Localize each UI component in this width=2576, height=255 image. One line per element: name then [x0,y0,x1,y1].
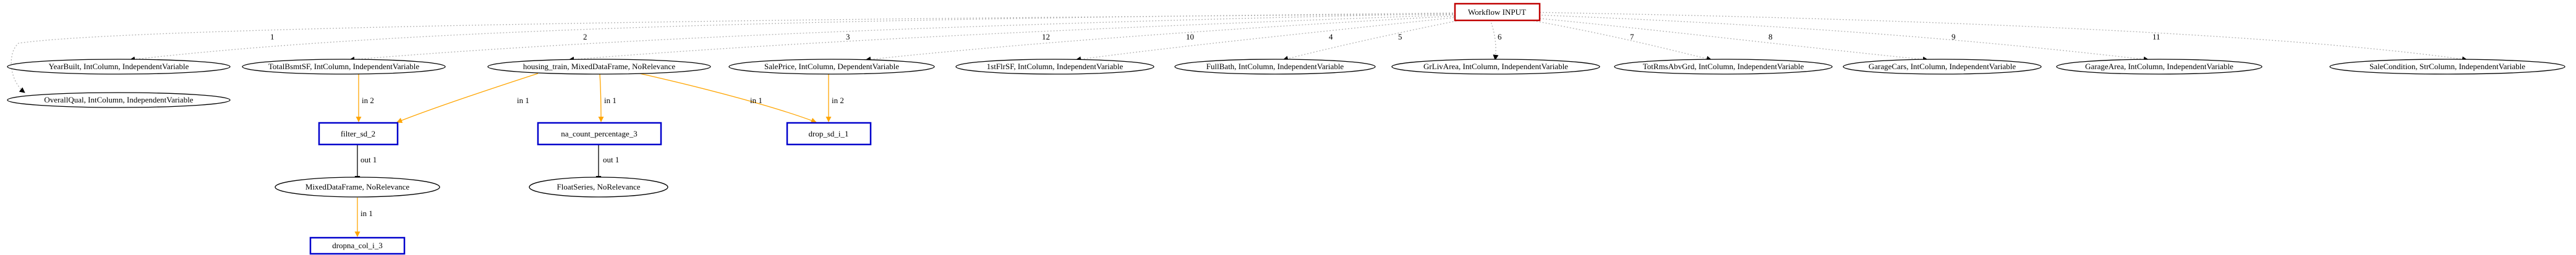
variable-node[interactable]: FullBath, IntColumn, IndependentVariable [1174,59,1376,75]
workflow-input-node[interactable]: Workflow INPUT [1454,2,1541,22]
variable-label: FullBath, IntColumn, IndependentVariable [1206,62,1344,71]
variable-label: OverallQual, IntColumn, IndependentVaria… [44,95,193,104]
variable-label: SalePrice, IntColumn, DependentVariable [764,62,899,71]
result-node[interactable]: FloatSeries, NoRelevance [529,177,668,198]
input-edge-overallqual [11,14,1454,93]
operation-node[interactable]: na_count_percentage_3 [537,122,662,146]
operation-label: na_count_percentage_3 [561,129,637,138]
result-nodes: MixedDataFrame, NoRelevance FloatSeries,… [275,177,668,198]
edge-label: 12 [1042,32,1050,41]
variable-node[interactable]: TotRmsAbvGrd, IntColumn, IndependentVari… [1614,59,1833,75]
input-edge-salecondition [1533,12,2468,62]
edge-label-in2-filter: in 2 [362,96,374,105]
input-edge-saleprice [865,15,1455,62]
input-edge-garagecars [1527,17,1929,62]
variable-node[interactable]: OverallQual, IntColumn, IndependentVaria… [7,92,231,108]
operation-node[interactable]: drop_sd_i_1 [786,122,872,146]
edge-label-in1-filter: in 1 [517,96,529,105]
edge-housing-filter [396,73,539,123]
variable-node[interactable]: housing_train, MixedDataFrame, NoRelevan… [487,59,711,75]
input-edges [11,12,2468,93]
input-edge-labels: 1 2 3 12 10 4 5 6 7 8 9 11 [270,32,2160,41]
operation-label: drop_sd_i_1 [809,129,849,138]
variable-label: GarageCars, IntColumn, IndependentVariab… [1869,62,2016,71]
input-edge-grlivarea [1490,19,1499,61]
variable-node[interactable]: YearBuilt, IntColumn, IndependentVariabl… [7,59,231,75]
edge-label: 3 [846,32,850,41]
out-edges [354,144,602,182]
edge-label: 9 [1951,32,1956,41]
operation-node[interactable]: filter_sd_2 [318,122,399,146]
edge-label: 4 [1329,32,1333,41]
operation-label: filter_sd_2 [341,129,375,138]
data-edges [354,72,832,237]
edge-label-in1-drop: in 1 [750,96,762,105]
input-edge-totrms [1524,19,1712,62]
operation-node[interactable]: dropna_col_i_3 [309,236,406,255]
variable-nodes: YearBuilt, IntColumn, IndependentVariabl… [7,59,2565,108]
result-node[interactable]: MixedDataFrame, NoRelevance [275,177,440,198]
variable-node[interactable]: TotalBsmtSF, IntColumn, IndependentVaria… [242,59,446,75]
input-edge-1stflrsf [1075,17,1457,62]
workflow-input-label: Workflow INPUT [1468,7,1526,17]
result-label: MixedDataFrame, NoRelevance [305,182,409,191]
edge-label-in1-nacount: in 1 [604,96,616,105]
edge-housing-nacount [598,73,604,122]
data-edge-labels: in 1 in 2 in 1 in 1 in 2 out 1 out 1 in … [360,96,844,218]
operation-nodes: filter_sd_2 na_count_percentage_3 drop_s… [309,122,872,255]
variable-label: 1stFlrSF, IntColumn, IndependentVariable [987,62,1124,71]
variable-node[interactable]: GarageCars, IntColumn, IndependentVariab… [1843,59,2042,75]
edge-label-out1-filter: out 1 [360,155,377,164]
variable-label: TotRmsAbvGrd, IntColumn, IndependentVari… [1643,62,1804,71]
variable-label: GrLivArea, IntColumn, IndependentVariabl… [1423,62,1568,71]
variable-label: SaleCondition, StrColumn, IndependentVar… [2369,62,2525,71]
variable-node[interactable]: GrLivArea, IntColumn, IndependentVariabl… [1391,59,1600,75]
variable-node[interactable]: GarageArea, IntColumn, IndependentVariab… [2056,59,2263,75]
input-edge-totalbsmt [349,13,1454,62]
edge-label: 8 [1768,32,1773,41]
edge-label: 10 [1186,32,1194,41]
variable-node[interactable]: 1stFlrSF, IntColumn, IndependentVariable [955,59,1154,75]
edge-label-in2-drop: in 2 [832,96,844,105]
edge-label-out1-nacount: out 1 [603,155,619,164]
edge-label: 7 [1630,32,1634,41]
edge-housing-drop [636,72,817,123]
edge-label: 1 [270,32,275,41]
operation-label: dropna_col_i_3 [332,241,383,250]
variable-label: TotalBsmtSF, IntColumn, IndependentVaria… [268,62,420,71]
input-edge-garagearea [1532,14,2149,62]
variable-label: housing_train, MixedDataFrame, NoRelevan… [523,62,675,71]
variable-node[interactable]: SalePrice, IntColumn, DependentVariable [728,59,935,75]
input-edge-yearbuilt [129,12,1454,62]
variable-label: GarageArea, IntColumn, IndependentVariab… [2085,62,2233,71]
result-label: FloatSeries, NoRelevance [557,182,640,191]
edge-label: 2 [583,32,587,41]
edge-label: 5 [1398,32,1402,41]
input-edge-fullbath [1282,18,1469,62]
edge-label: 11 [2152,32,2160,41]
variable-node[interactable]: SaleCondition, StrColumn, IndependentVar… [2329,59,2565,75]
input-edge-housing [568,14,1454,62]
edge-label: 6 [1498,32,1502,41]
edge-label-in1-dropna: in 1 [360,209,373,218]
variable-label: YearBuilt, IntColumn, IndependentVariabl… [49,62,189,71]
